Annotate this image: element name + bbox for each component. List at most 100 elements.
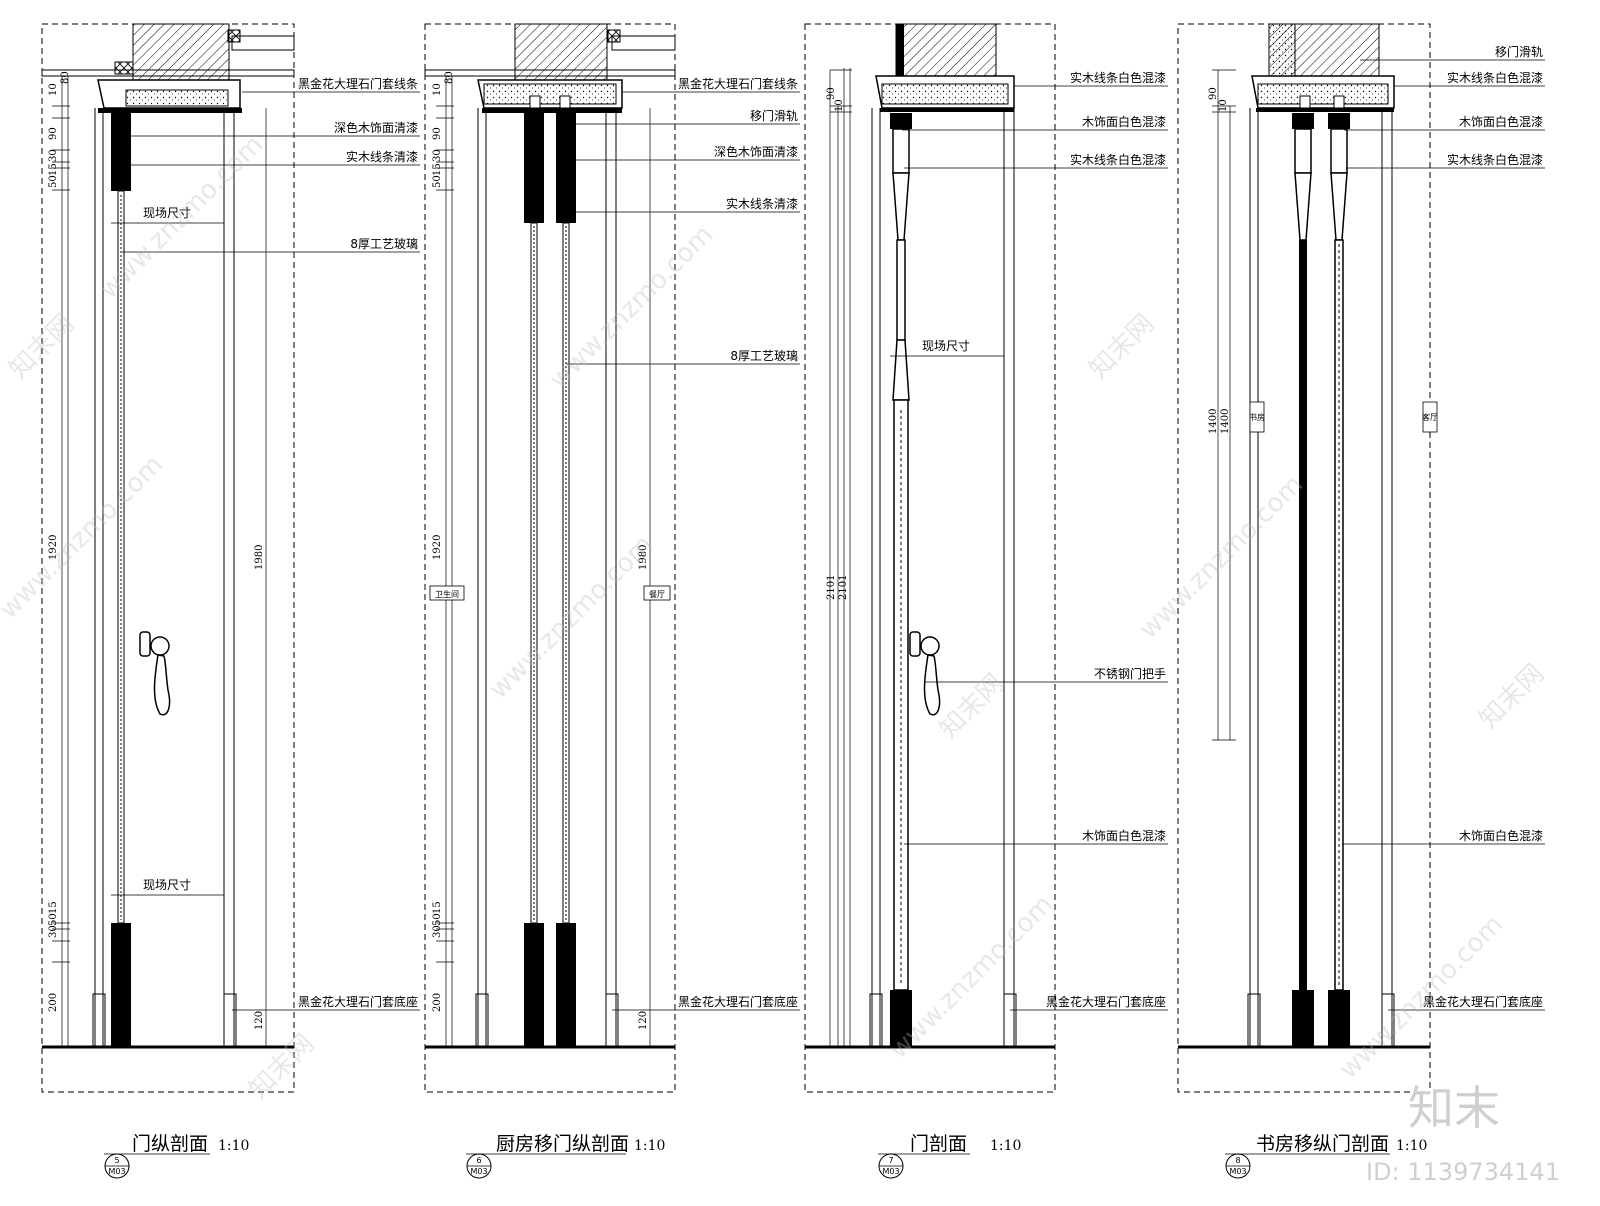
watermark-text: 知末网 <box>1474 659 1550 735</box>
watermark-text: 知末网 <box>934 669 1010 745</box>
dim-text: 10 <box>48 83 59 96</box>
drawing-title: 7 M03 门剖面 1:10 <box>878 1133 1021 1179</box>
dim-text: 15 <box>432 901 443 914</box>
ref-sheet: M03 <box>1229 1167 1246 1176</box>
dim-text: 90 <box>432 127 443 140</box>
callout-label: 8厚工艺玻璃 <box>350 237 418 251</box>
room-tag: 书房 <box>1249 412 1265 422</box>
dim-text: 1980 <box>638 545 649 570</box>
dim-text: 80 <box>60 71 71 84</box>
callout-label: 黑金花大理石门套线条 <box>678 76 798 91</box>
ref-sheet: M03 <box>882 1167 899 1176</box>
dim-text: 50 <box>432 913 443 926</box>
dim-text: 200 <box>48 993 59 1012</box>
dim-text: 120 <box>254 1011 265 1030</box>
dim-text: 30 <box>432 149 443 162</box>
site-dim-label: 现场尺寸 <box>143 206 191 220</box>
dim-text: 120 <box>638 1011 649 1030</box>
dim-text: 30 <box>48 925 59 938</box>
callout-label: 深色木饰面清漆 <box>714 145 798 159</box>
room-tag: 餐厅 <box>649 590 665 599</box>
dim-text: 1400 <box>1208 409 1219 434</box>
drawing-scale: 1:10 <box>990 1138 1021 1154</box>
dim-text: 1400 <box>1220 409 1231 434</box>
watermark-text: www.znzmo.com <box>544 220 719 395</box>
callout-label: 实木线条白色混漆 <box>1447 70 1543 85</box>
dim-text: 90 <box>1208 87 1219 100</box>
dim-text: 15 <box>48 163 59 176</box>
watermark-text: www.znzmo.com <box>0 450 169 625</box>
dim-text: 50 <box>48 913 59 926</box>
drawing-title-text: 门纵剖面 <box>132 1133 208 1155</box>
callout-label: 8厚工艺玻璃 <box>730 349 798 363</box>
dim-text: 10 <box>432 83 443 96</box>
site-dim-label: 现场尺寸 <box>922 339 970 353</box>
callout-label: 不锈钢门把手 <box>1094 666 1166 681</box>
brand-logo: 知末 <box>1408 1081 1500 1135</box>
dim-text: 2101 <box>838 575 849 600</box>
image-id: ID: 1139734141 <box>1366 1158 1560 1186</box>
dim-text: 50 <box>432 175 443 188</box>
section-drawing-3: 现场尺寸 90 10 2101 2101 实木线条白色混漆 木饰面白色混漆 实木… <box>804 23 1168 1179</box>
callout-label: 实木线条清漆 <box>346 149 418 164</box>
watermark-text: www.znzmo.com <box>1134 470 1309 645</box>
section-drawing-1: 现场尺寸 现场尺寸 10 80 90 30 15 50 1920 15 30 5… <box>41 23 420 1179</box>
watermark-text: 知末网 <box>244 1029 320 1105</box>
section-drawing-4: 书房 客厅 90 10 1400 1400 移门滑轨 实木线条白色混漆 木饰面白… <box>1177 23 1545 1179</box>
watermark-text: www.znzmo.com <box>484 530 659 705</box>
callout-label: 木饰面白色混漆 <box>1082 828 1166 843</box>
callout-label: 黑金花大理石门套底座 <box>1046 994 1166 1009</box>
callout-label: 木饰面白色混漆 <box>1082 114 1166 129</box>
callout-label: 黑金花大理石门套底座 <box>678 994 798 1009</box>
room-tag: 客厅 <box>1422 412 1438 422</box>
dim-text: 200 <box>432 993 443 1012</box>
callout-label: 木饰面白色混漆 <box>1459 828 1543 843</box>
dim-text: 1920 <box>48 535 59 560</box>
ref-sheet: M03 <box>470 1167 487 1176</box>
site-dim-label: 现场尺寸 <box>143 878 191 892</box>
drawing-scale: 1:10 <box>634 1138 665 1154</box>
watermark-text: 知末网 <box>1084 309 1160 385</box>
drawing-title: 5 M03 门纵剖面 1:10 <box>104 1133 249 1179</box>
callout-label: 实木线条清漆 <box>726 196 798 211</box>
ref-number: 8 <box>1235 1156 1240 1165</box>
drawing-title-text: 厨房移门纵剖面 <box>496 1133 629 1155</box>
callout-label: 黑金花大理石门套底座 <box>1423 994 1543 1009</box>
watermark-text: www.znzmo.com <box>884 890 1059 1065</box>
callout-label: 实木线条白色混漆 <box>1070 152 1166 167</box>
drawing-scale: 1:10 <box>218 1138 249 1154</box>
ref-number: 5 <box>114 1156 119 1165</box>
dim-text: 50 <box>48 175 59 188</box>
callout-label: 实木线条白色混漆 <box>1070 70 1166 85</box>
dim-text: 15 <box>432 163 443 176</box>
drawing-title-text: 书房移纵门剖面 <box>1256 1133 1389 1155</box>
callout-label: 黑金花大理石门套线条 <box>298 76 418 91</box>
dim-text: 1920 <box>432 535 443 560</box>
dim-text: 90 <box>48 127 59 140</box>
dim-text: 1980 <box>254 545 265 570</box>
dim-text: 2101 <box>826 575 837 600</box>
section-drawing-2: 卫生间 餐厅 10 80 90 30 15 50 1920 15 30 50 2… <box>424 23 800 1179</box>
ref-sheet: M03 <box>108 1167 125 1176</box>
drawing-title-text: 门剖面 <box>910 1133 967 1155</box>
drawing-title: 8 M03 书房移纵门剖面 1:10 <box>1225 1133 1427 1179</box>
drawing-scale: 1:10 <box>1396 1138 1427 1154</box>
callout-label: 黑金花大理石门套底座 <box>298 994 418 1009</box>
ref-number: 6 <box>476 1156 481 1165</box>
left-dimension-chain <box>436 105 454 963</box>
ref-number: 7 <box>888 1156 893 1165</box>
room-tag: 卫生间 <box>435 589 459 599</box>
drawing-title: 6 M03 厨房移门纵剖面 1:10 <box>466 1133 665 1179</box>
callout-label: 移门滑轨 <box>750 108 798 123</box>
dim-text: 10 <box>1218 99 1229 112</box>
dim-text: 30 <box>48 149 59 162</box>
dim-text: 10 <box>834 99 845 112</box>
callout-label: 深色木饰面清漆 <box>334 121 418 135</box>
dim-text: 15 <box>48 901 59 914</box>
dim-text: 90 <box>826 87 837 100</box>
callout-label: 实木线条白色混漆 <box>1447 152 1543 167</box>
left-dimension-chain <box>52 105 70 963</box>
callout-label: 移门滑轨 <box>1495 44 1543 59</box>
dim-text: 30 <box>432 925 443 938</box>
